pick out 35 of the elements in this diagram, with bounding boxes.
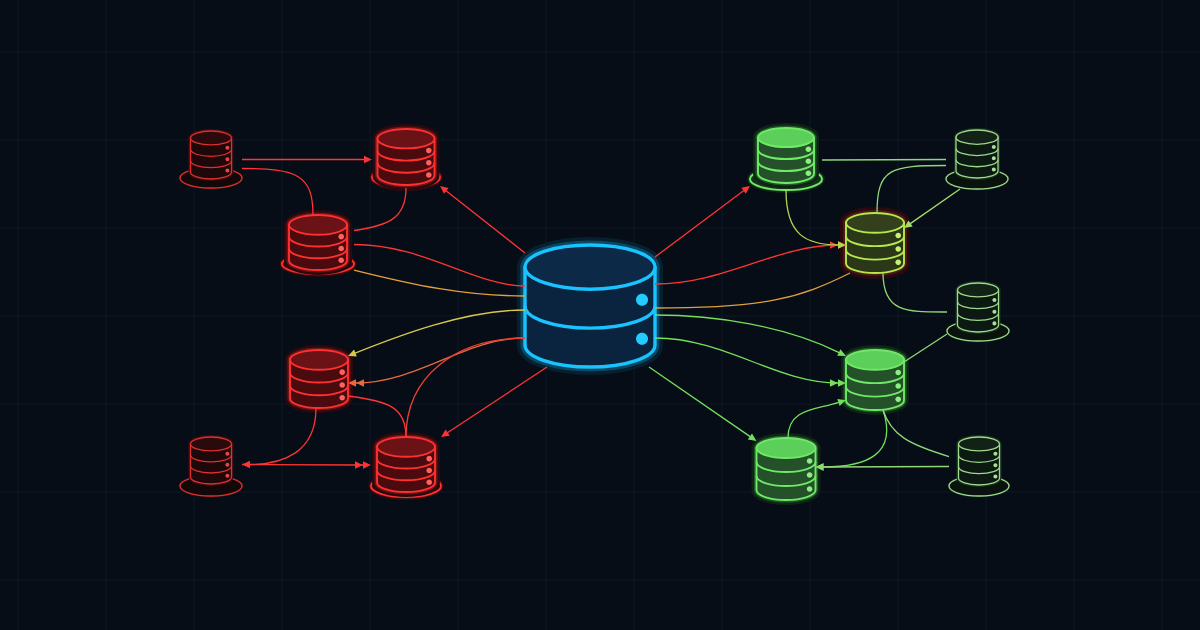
connector-line <box>353 187 407 232</box>
connector-line <box>654 272 851 309</box>
database-cylinder <box>285 345 353 413</box>
database-cylinder <box>279 210 357 277</box>
database-cylinder <box>368 432 444 500</box>
connector-line <box>353 243 526 287</box>
arrow <box>654 314 846 356</box>
arrow <box>440 186 526 254</box>
database-cylinder <box>517 237 663 375</box>
database-cylinder <box>840 207 910 279</box>
connector-line <box>882 409 950 458</box>
database-cylinder <box>747 123 825 193</box>
database-cylinder <box>178 129 244 190</box>
connector-line <box>347 395 407 438</box>
database-cylinder <box>369 124 443 191</box>
arrow <box>904 188 961 228</box>
database-cylinder <box>178 435 244 498</box>
arrow <box>441 366 548 437</box>
connector-line <box>876 164 947 214</box>
connector-line <box>353 269 526 297</box>
arrow <box>241 461 371 469</box>
connector-line <box>903 333 948 363</box>
arrow <box>787 399 846 439</box>
connector-line <box>882 272 948 313</box>
database-cylinder <box>945 281 1011 343</box>
arrow <box>654 186 750 258</box>
connector-line <box>821 158 947 161</box>
arrow <box>348 309 526 357</box>
arrow <box>785 189 846 249</box>
arrow <box>654 337 846 387</box>
database-cylinder <box>947 435 1011 498</box>
connector-line <box>241 167 314 216</box>
database-cylinder <box>944 128 1010 191</box>
database-cylinder <box>841 345 909 415</box>
database-cylinder <box>751 433 821 505</box>
